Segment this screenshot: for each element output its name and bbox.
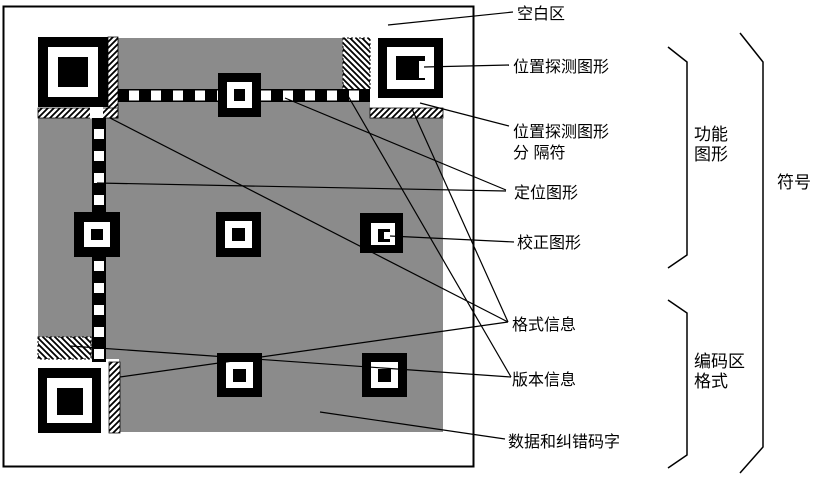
leader-format-top-right [411,108,509,323]
leader-quiet-zone [387,11,514,26]
brace-symbol [739,32,764,474]
label-encoding-region-line2: 格式 [694,372,728,391]
label-alignment-pattern: 校正图形 [517,234,581,252]
label-separator-line2: 分 隔符 [513,144,565,162]
brace-labels: 功能 图形 编码区 格式 符号 [694,125,811,391]
leader-alignment [389,235,515,243]
leader-format-bottom-left [119,321,509,378]
separator-bottom-left [108,361,121,434]
braces [667,32,764,474]
label-timing-pattern: 定位图形 [514,184,578,202]
label-function-patterns-line2: 图形 [694,145,728,164]
leader-format-top-left [109,117,509,323]
leader-data-codewords [319,411,506,440]
alignment-top-middle [218,73,261,117]
separator-top-left-vertical [107,36,119,119]
alignment-bottom-right [362,353,407,397]
alignment-bottom-center [217,353,262,397]
separator-top-left-horizontal [37,107,119,119]
alignment-middle-center [216,212,261,257]
label-separator-line1: 位置探测图形 [513,123,609,141]
part-labels: 空白区 位置探测图形 位置探测图形 分 隔符 定位图形 校正图形 格式信息 版本… [508,5,620,451]
leader-lines [69,11,515,440]
finder-pattern-bottom-left [38,368,101,433]
separator-top-right [369,107,444,119]
label-position-detection-pattern: 位置探测图形 [513,58,609,76]
label-encoding-region-line1: 编码区 [694,352,745,371]
leader-timing-vertical [96,182,507,192]
alignment-middle-right [360,213,403,253]
label-format-information: 格式信息 [512,316,576,334]
leader-version-bottom-left [69,345,512,378]
alignment-notch [384,232,391,239]
finder-pattern-top-right [378,38,443,98]
finder-notch [419,61,428,78]
brace-encoding-region [667,299,688,469]
label-data-and-error-correction: 数据和纠错码字 [508,433,620,451]
finder-pattern-top-left [38,37,108,107]
leader-version-top-right [343,88,512,378]
alignment-patterns [74,73,407,397]
version-info-bottom-left [37,336,92,360]
label-quiet-zone: 空白区 [517,5,565,23]
label-symbol: 符号 [777,173,811,192]
version-info-top-right [342,37,371,91]
leader-timing-horizontal [284,97,507,191]
leader-position-detection [423,64,510,68]
brace-function-patterns [667,46,688,269]
leader-separator [419,102,510,127]
separator-gap [90,107,103,119]
label-function-patterns-line1: 功能 [694,125,728,144]
alignment-middle-left [74,212,120,257]
label-version-information: 版本信息 [512,371,576,389]
